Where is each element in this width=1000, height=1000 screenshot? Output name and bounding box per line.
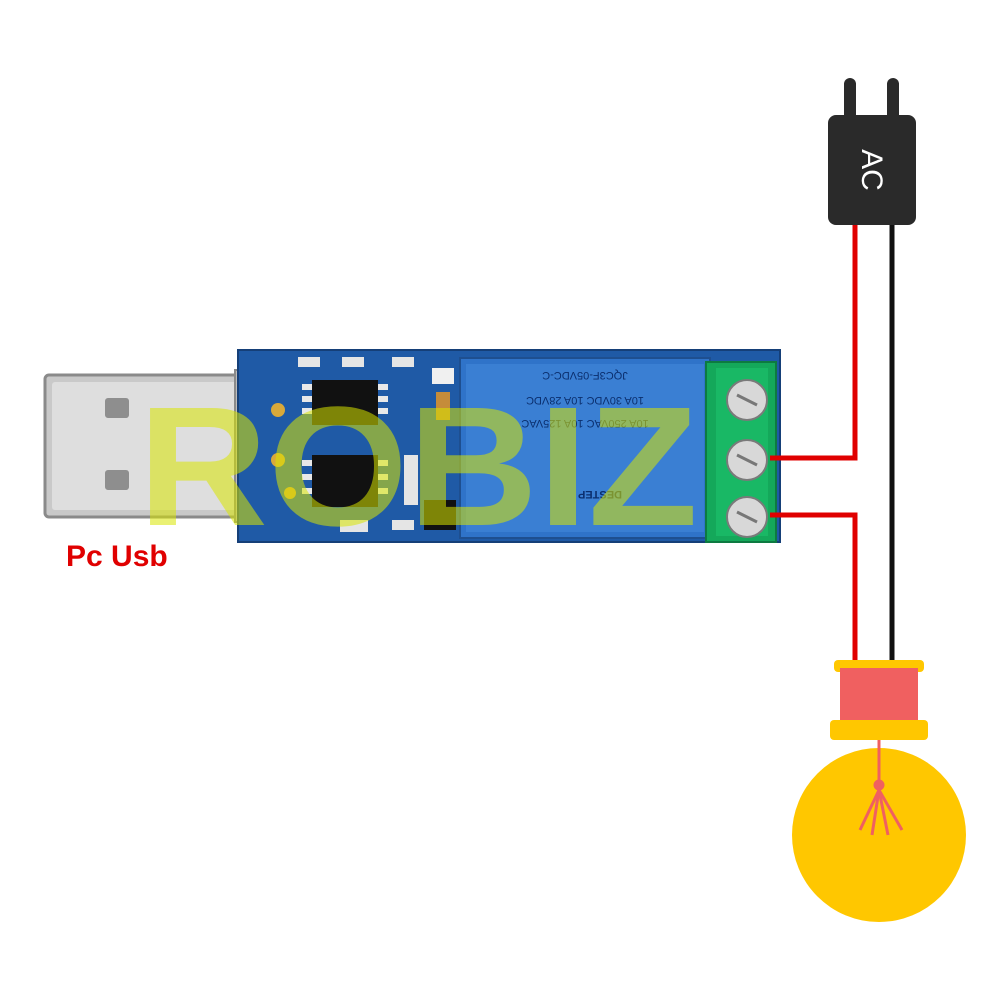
- wiring: [770, 225, 895, 665]
- screw-terminal-block: [705, 361, 777, 543]
- live-wire-to-bulb: [770, 512, 858, 665]
- terminal-screw-1: [726, 379, 768, 421]
- ac-plug-icon: AC: [828, 78, 916, 225]
- relay-rating-line2: 10A 250VAC 10A 125VAC: [521, 417, 648, 429]
- relay-brand-text: DESTEP: [578, 488, 622, 500]
- pc-usb-label: Pc Usb: [66, 540, 168, 573]
- ac-label: AC: [855, 149, 888, 191]
- terminal-screw-3: [726, 496, 768, 538]
- relay-component: JQC3F-05VDC-C 10A 30VDC 10A 28VDC 10A 25…: [459, 357, 711, 539]
- watermark: ROBIZ: [138, 372, 698, 562]
- light-bulb-icon: [792, 660, 966, 922]
- relay-rating-line1: 10A 30VDC 10A 28VDC: [526, 394, 644, 406]
- terminal-screw-2: [726, 439, 768, 481]
- live-wire-to-terminal: [770, 225, 858, 461]
- relay-model-text: JQC3F-05VDC-C: [542, 369, 628, 381]
